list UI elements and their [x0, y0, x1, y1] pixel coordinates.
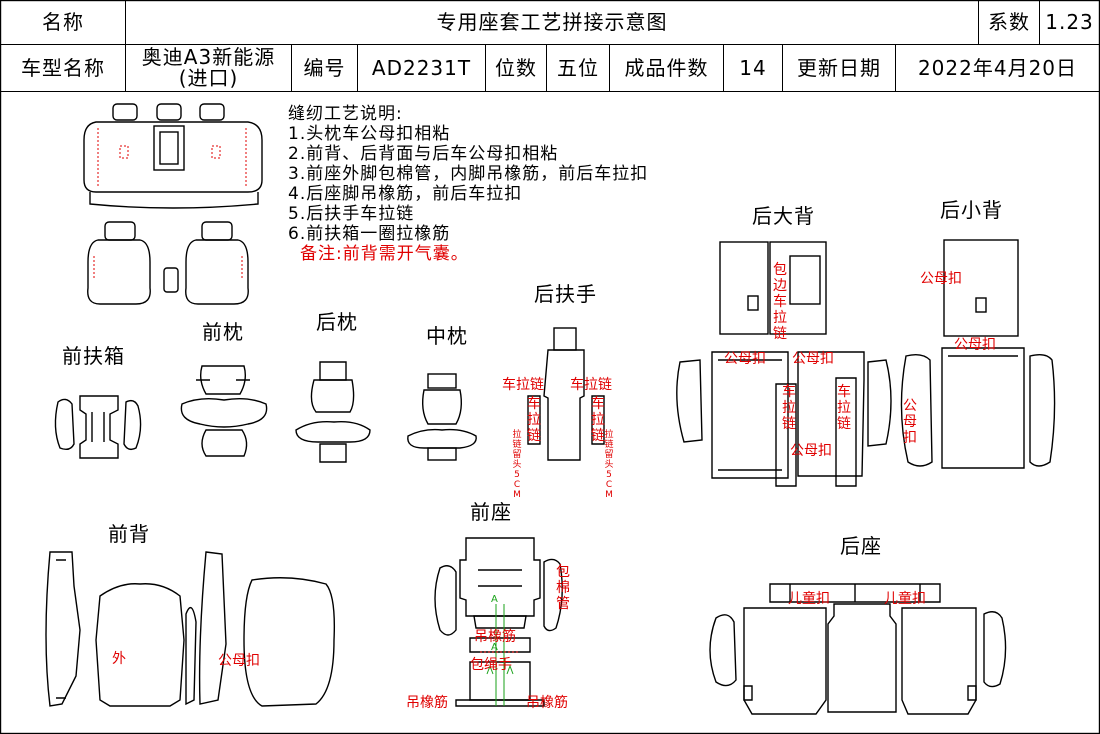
rear-seat-pieces: [709, 583, 1007, 715]
note-item: 4.后座脚吊橡筋，前后车拉扣: [288, 184, 523, 204]
header-table: 名称 专用座套工艺拼接示意图 系数 1.23 车型名称 奥迪A3新能源(进口) …: [0, 0, 1100, 92]
rear-armrest-pieces: [527, 327, 605, 461]
annot-child-seat-right: 儿童扣: [884, 591, 926, 607]
note-item: 2.前背、后背面与后车公母扣相粘: [288, 144, 559, 164]
annot-snap-small-1: 公母扣: [920, 271, 962, 287]
rear-small-back-pieces: [900, 239, 1056, 469]
annot-zip-big-left: 车拉链: [782, 384, 796, 432]
rear-headrest-pieces: [295, 361, 371, 463]
annot-zip-leave-right: 拉链留头5CM: [604, 430, 614, 500]
annot-elastic-seat: 吊橡筋: [474, 629, 516, 645]
front-back-pieces: [45, 551, 336, 707]
annot-zip-vertical-left: 车拉链: [527, 396, 541, 444]
label-front-back: 前背: [108, 522, 150, 546]
annot-zip-leave-left: 拉链留头5CM: [512, 430, 522, 500]
annot-snap-big-1: 公母扣: [724, 351, 766, 367]
front-armrest-box-pieces: [54, 395, 142, 459]
note-item: 1.头枕车公母扣相粘: [288, 124, 451, 144]
middle-headrest-pieces: [407, 373, 477, 461]
annot-elastic-left: 吊橡筋: [406, 695, 448, 711]
annot-wrap-edge: 包绳手: [470, 657, 512, 673]
label-front-headrest: 前枕: [202, 320, 244, 344]
front-seat-pieces: [434, 537, 563, 707]
front-seats-overview: [87, 221, 249, 305]
annot-snap-big-2: 公母扣: [792, 351, 834, 367]
mark-a-2: A: [491, 642, 498, 653]
annot-snap-front-back: 公母扣: [218, 653, 260, 669]
label-rear-headrest: 后枕: [316, 310, 358, 334]
model-value: 奥迪A3新能源(进口): [125, 44, 292, 92]
label-rear-small-back: 后小背: [940, 198, 1003, 222]
rear-bench-overview: [83, 103, 263, 209]
label-middle-headrest: 中枕: [426, 324, 468, 348]
annot-foam-tube: 包棉管: [556, 564, 570, 612]
annot-outer: 外: [112, 651, 126, 667]
sewing-notes: 缝纫工艺说明: 1.头枕车公母扣相粘 2.前背、后背面与后车公母扣相粘 3.前座…: [288, 104, 648, 264]
annot-snap-small-2: 公母扣: [954, 337, 996, 353]
note-item: 5.后扶手车拉链: [288, 204, 415, 224]
annot-zip-big-right: 车拉链: [837, 384, 851, 432]
annot-snap-small-vertical: 公母扣: [903, 398, 917, 446]
label-front-seat: 前座: [470, 500, 512, 524]
notes-heading: 缝纫工艺说明:: [288, 104, 403, 124]
annot-snap-big-3: 公母扣: [790, 443, 832, 459]
rear-big-back-pieces: [676, 241, 892, 487]
annot-zip-left: 车拉链: [502, 377, 544, 393]
annot-elastic-right: 吊橡筋: [526, 695, 568, 711]
label-rear-armrest: 后扶手: [534, 282, 597, 306]
front-headrest-pieces: [180, 365, 268, 457]
label-front-armrest-box: 前扶箱: [62, 344, 125, 368]
note-item: 6.前扶箱一圈拉橡筋: [288, 224, 451, 244]
annot-child-seat-left: 儿童扣: [788, 591, 830, 607]
mark-a-1: A: [491, 594, 498, 605]
annot-edge-zip: 包边车拉链: [773, 262, 787, 342]
annot-zip-right: 车拉链: [570, 377, 612, 393]
label-rear-seat: 后座: [840, 534, 882, 558]
label-rear-big-back: 后大背: [752, 204, 815, 228]
note-item: 3.前座外脚包棉管，内脚吊橡筋，前后车拉扣: [288, 164, 649, 184]
annot-zip-vertical-right: 车拉链: [591, 396, 605, 444]
notes-remark: 备注:前背需开气囊。: [300, 244, 469, 264]
